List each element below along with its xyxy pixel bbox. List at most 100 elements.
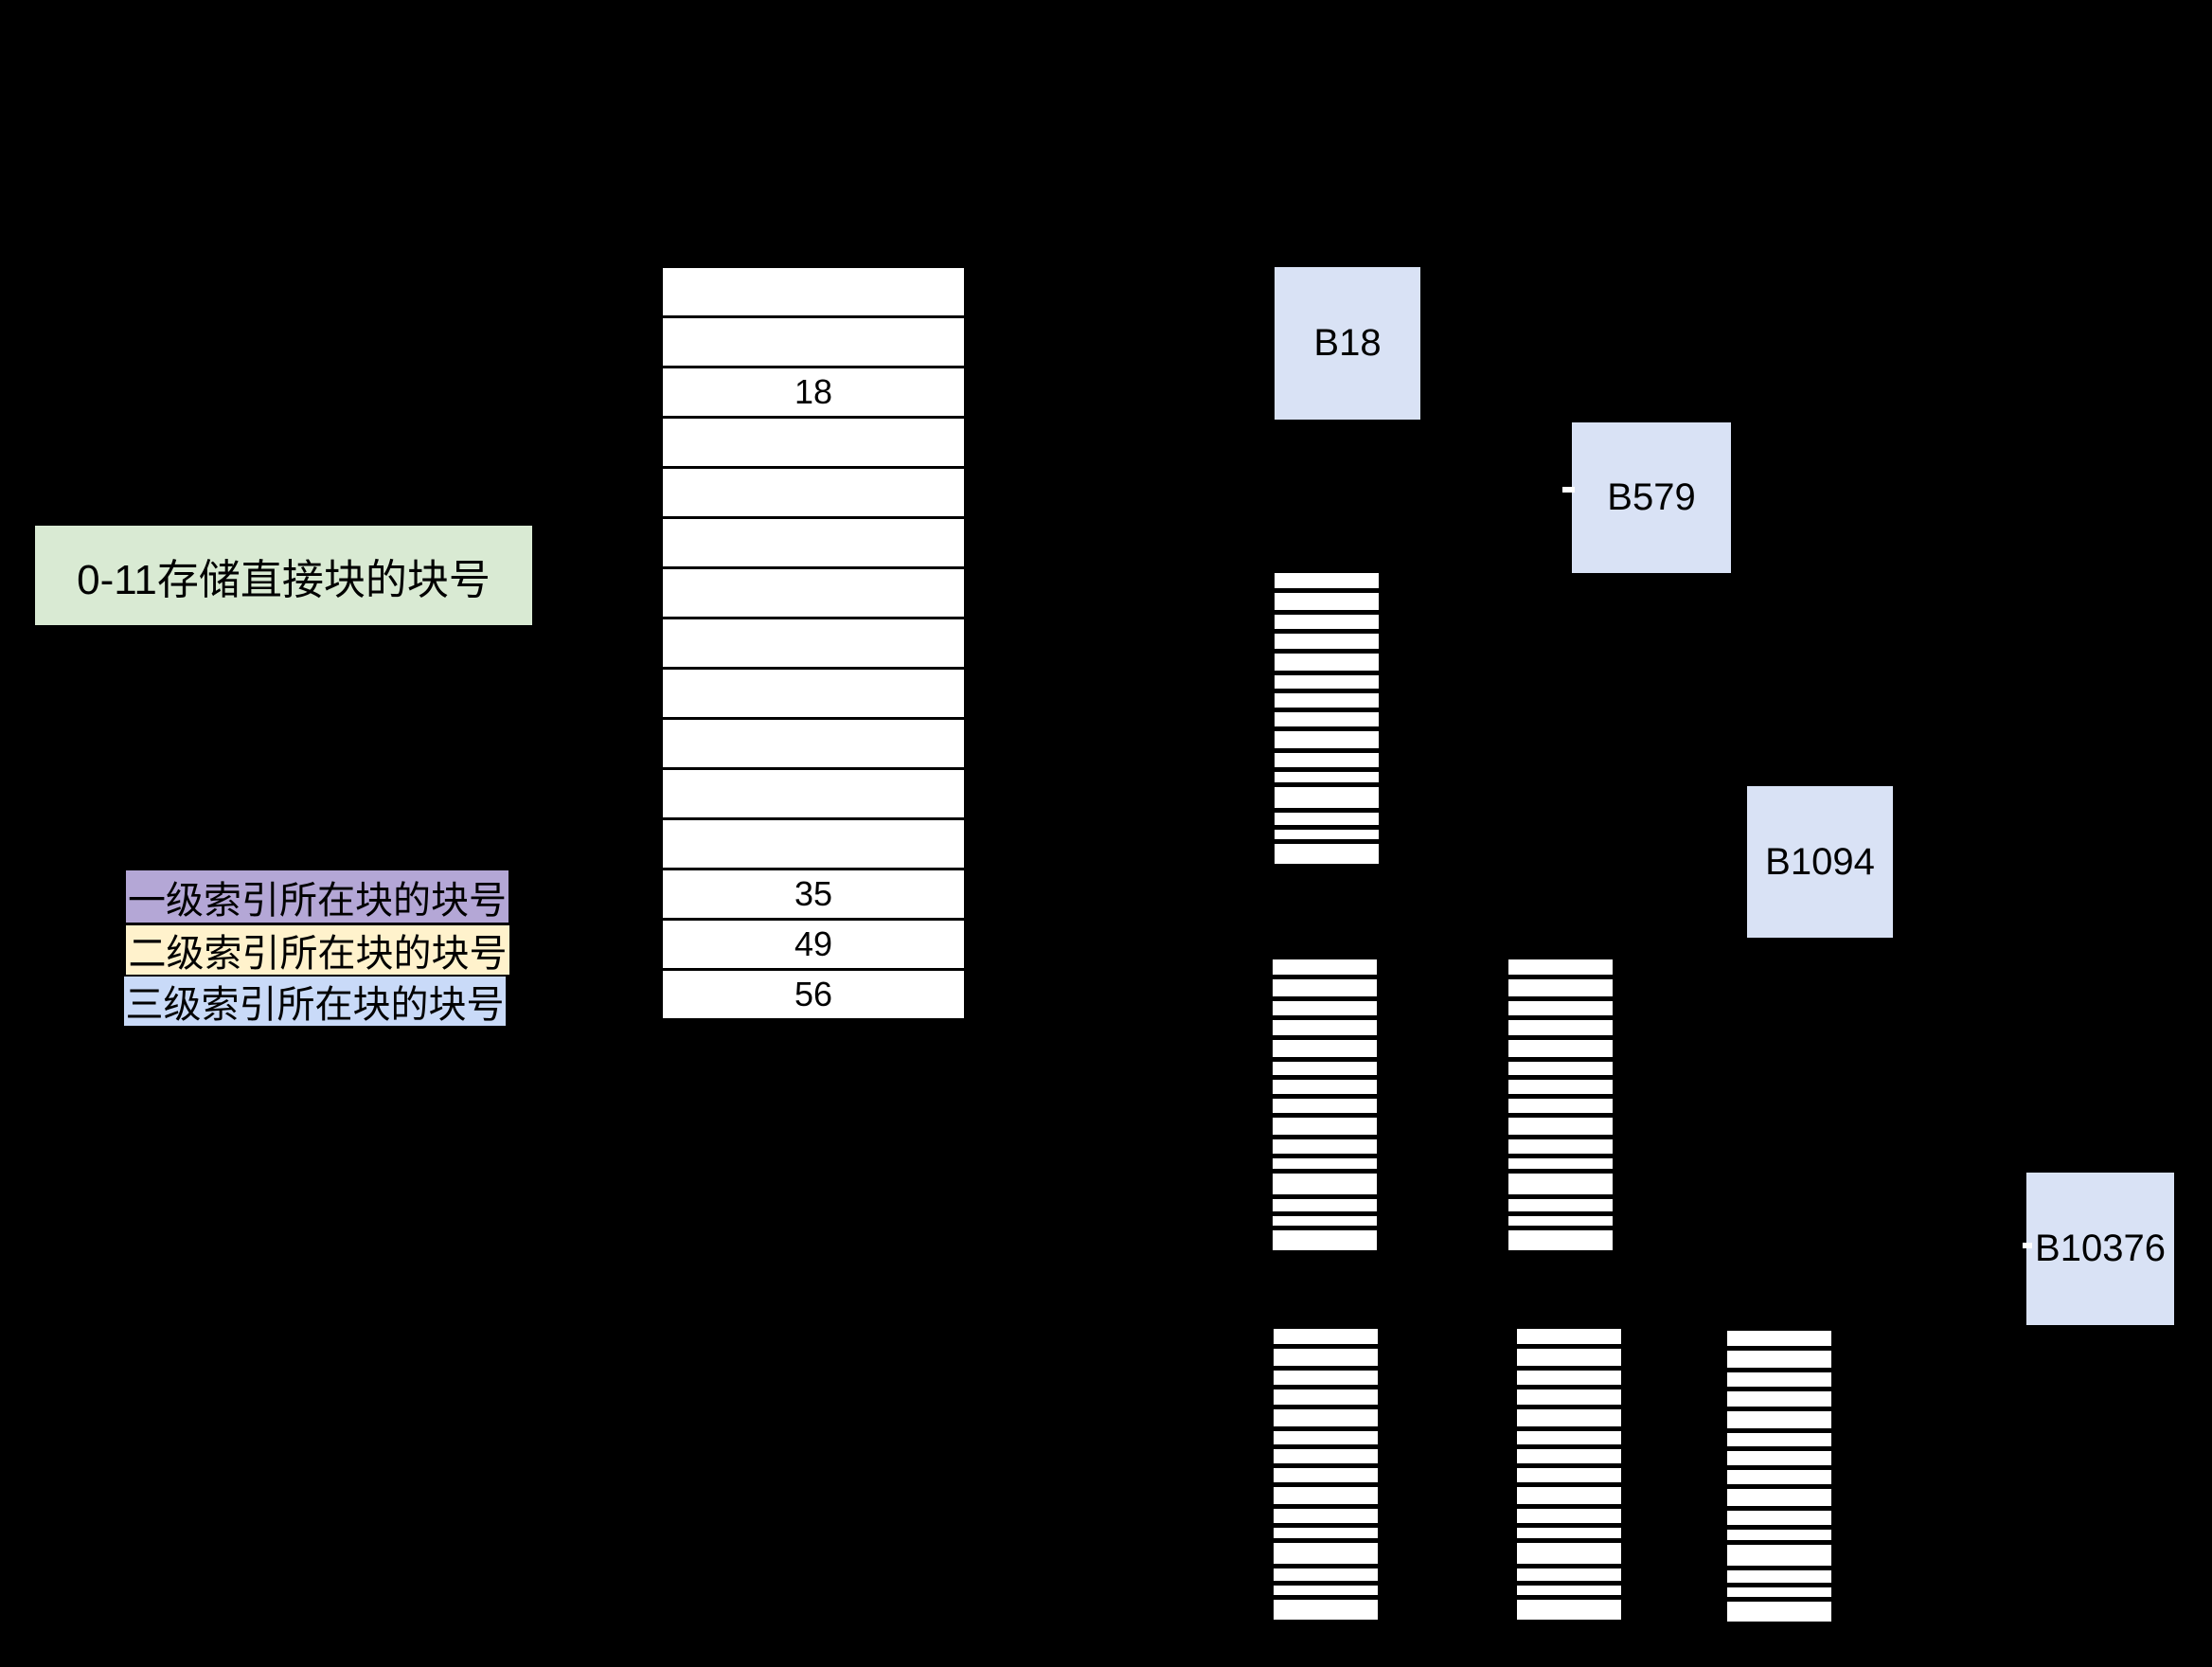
inode-row	[663, 519, 964, 566]
index-entry-stripe	[1517, 1449, 1621, 1463]
index-entry-stripe	[1274, 1543, 1378, 1564]
arrow-tip-fragment-b579	[1562, 487, 1575, 493]
index-entry-stripe	[1274, 1600, 1378, 1620]
inode-row: 35	[663, 870, 964, 918]
index-entry-stripe	[1508, 1158, 1613, 1169]
index-entry-stripe	[1273, 1230, 1377, 1250]
index-entry-stripe	[1508, 959, 1613, 975]
index-entry-stripe	[1275, 772, 1379, 782]
index-entry-stripe	[1517, 1371, 1621, 1385]
index-entry-stripe	[1727, 1570, 1831, 1583]
data-block-b10376: B10376	[2026, 1173, 2174, 1325]
index-entry-stripe	[1508, 1230, 1613, 1250]
inode-row	[663, 720, 964, 767]
level1-index-label: 一级索引所在块的块号	[126, 870, 508, 923]
index-entry-stripe	[1275, 675, 1379, 689]
index-entry-stripe	[1517, 1487, 1621, 1504]
index-entry-stripe	[1275, 731, 1379, 748]
index-entry-stripe	[1508, 1062, 1613, 1075]
arrow-tip-fragment-b10376	[2023, 1243, 2032, 1248]
index-entry-stripe	[1727, 1372, 1831, 1387]
data-block-b579: B579	[1572, 422, 1731, 573]
index-entry-stripe	[1508, 1118, 1613, 1135]
index-entry-stripe	[1274, 1409, 1378, 1426]
index-entry-stripe	[1273, 959, 1377, 975]
index-entry-stripe	[1275, 753, 1379, 767]
index-entry-stripe	[1273, 1099, 1377, 1113]
index-block-level3-c	[1727, 1331, 1831, 1626]
index-block-level3-b	[1517, 1329, 1621, 1624]
inode-row	[663, 569, 964, 617]
index-block-level3-a	[1274, 1329, 1378, 1624]
index-entry-stripe	[1517, 1528, 1621, 1538]
direct-blocks-label: 0-11存储直接块的块号	[35, 526, 532, 625]
index-entry-stripe	[1508, 1001, 1613, 1015]
index-entry-stripe	[1727, 1391, 1831, 1407]
index-entry-stripe	[1273, 1158, 1377, 1169]
index-entry-stripe	[1275, 712, 1379, 726]
index-entry-stripe	[1508, 1080, 1613, 1094]
index-entry-stripe	[1273, 1040, 1377, 1057]
index-entry-stripe	[1274, 1431, 1378, 1444]
index-entry-stripe	[1274, 1509, 1378, 1523]
index-entry-stripe	[1517, 1329, 1621, 1344]
index-entry-stripe	[1274, 1528, 1378, 1538]
index-entry-stripe	[1275, 573, 1379, 588]
index-entry-stripe	[1517, 1543, 1621, 1564]
level2-index-label: 二级索引所在块的块号	[126, 925, 509, 975]
index-entry-stripe	[1727, 1602, 1831, 1622]
index-entry-stripe	[1508, 1174, 1613, 1194]
index-entry-stripe	[1273, 1020, 1377, 1035]
index-entry-stripe	[1273, 1062, 1377, 1075]
index-block-level2-a	[1273, 959, 1377, 1255]
data-block-b18: B18	[1275, 267, 1420, 420]
index-entry-stripe	[1274, 1389, 1378, 1405]
index-entry-stripe	[1508, 1139, 1613, 1154]
index-block-level2-b	[1508, 959, 1613, 1255]
index-entry-stripe	[1517, 1586, 1621, 1595]
index-entry-stripe	[1727, 1451, 1831, 1465]
index-entry-stripe	[1508, 1199, 1613, 1211]
index-entry-stripe	[1517, 1389, 1621, 1405]
index-entry-stripe	[1517, 1509, 1621, 1523]
index-entry-stripe	[1517, 1349, 1621, 1366]
index-entry-stripe	[1275, 593, 1379, 610]
inode-row	[663, 619, 964, 667]
index-entry-stripe	[1274, 1349, 1378, 1366]
inode-row: 56	[663, 971, 964, 1018]
inode-row	[663, 820, 964, 868]
index-entry-stripe	[1727, 1545, 1831, 1566]
index-entry-stripe	[1273, 1118, 1377, 1135]
index-entry-stripe	[1727, 1331, 1831, 1346]
index-entry-stripe	[1508, 1020, 1613, 1035]
index-entry-stripe	[1517, 1409, 1621, 1426]
index-entry-stripe	[1275, 654, 1379, 671]
inode-row	[663, 268, 964, 315]
index-entry-stripe	[1275, 615, 1379, 629]
inode-row	[663, 318, 964, 366]
index-entry-stripe	[1275, 830, 1379, 839]
index-entry-stripe	[1275, 787, 1379, 808]
index-entry-stripe	[1508, 1099, 1613, 1113]
index-entry-stripe	[1727, 1411, 1831, 1428]
index-entry-stripe	[1517, 1600, 1621, 1620]
index-entry-stripe	[1274, 1586, 1378, 1595]
index-entry-stripe	[1273, 1139, 1377, 1154]
index-entry-stripe	[1273, 979, 1377, 996]
index-entry-stripe	[1517, 1431, 1621, 1444]
index-entry-stripe	[1274, 1449, 1378, 1463]
index-entry-stripe	[1273, 1174, 1377, 1194]
index-entry-stripe	[1508, 979, 1613, 996]
level3-index-label: 三级索引所在块的块号	[124, 977, 506, 1026]
index-entry-stripe	[1273, 1216, 1377, 1226]
index-entry-stripe	[1508, 1040, 1613, 1057]
data-block-b1094: B1094	[1747, 786, 1893, 938]
index-entry-stripe	[1275, 634, 1379, 649]
inode-row	[663, 770, 964, 817]
index-entry-stripe	[1727, 1489, 1831, 1506]
index-entry-stripe	[1274, 1371, 1378, 1385]
index-entry-stripe	[1727, 1587, 1831, 1597]
inode-row	[663, 469, 964, 516]
